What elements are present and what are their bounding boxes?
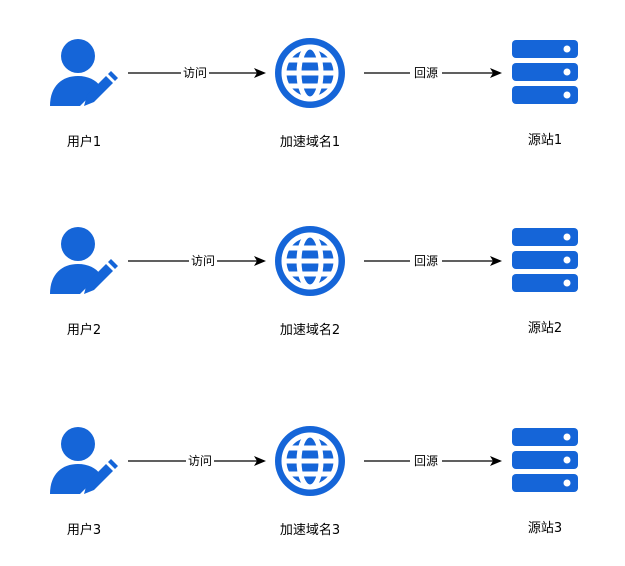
domain-node-2: 加速域名2 <box>275 226 345 338</box>
edge-back-label-1: 回源 <box>414 66 438 80</box>
domain-node-3: 加速域名3 <box>275 426 345 538</box>
edge-back-label-2: 回源 <box>414 254 438 268</box>
edge-visit-label-2: 访问 <box>191 254 215 268</box>
user-node-1: 用户1 <box>50 39 118 150</box>
edge-visit-2: 访问 <box>128 252 266 269</box>
user-label-2: 用户2 <box>67 322 101 338</box>
diagram-row-2: 用户2 访问 加速域名2 回源 <box>50 226 578 338</box>
origin-node-2: 源站2 <box>512 228 578 336</box>
server-icon <box>512 228 578 292</box>
server-icon <box>512 40 578 104</box>
edge-visit-label-1: 访问 <box>183 66 207 80</box>
edge-back-label-3: 回源 <box>414 454 438 468</box>
user-edit-icon <box>50 39 118 106</box>
edge-visit-label-3: 访问 <box>188 454 212 468</box>
origin-label-2: 源站2 <box>528 321 562 336</box>
origin-label-1: 源站1 <box>528 133 562 148</box>
globe-icon <box>275 38 345 108</box>
edge-back-1: 回源 <box>364 64 502 81</box>
origin-label-3: 源站3 <box>528 521 562 536</box>
domain-label-1: 加速域名1 <box>280 134 340 150</box>
user-label-3: 用户3 <box>67 522 101 538</box>
user-edit-icon <box>50 227 118 294</box>
diagram-row-1: 用户1 访问 加速域名1 回源 <box>50 38 578 150</box>
domain-label-3: 加速域名3 <box>280 522 340 538</box>
edge-visit-1: 访问 <box>128 64 266 81</box>
server-icon <box>512 428 578 492</box>
user-label-1: 用户1 <box>67 134 101 150</box>
globe-icon <box>275 226 345 296</box>
origin-node-3: 源站3 <box>512 428 578 536</box>
domain-label-2: 加速域名2 <box>280 322 340 338</box>
diagram-row-3: 用户3 访问 加速域名3 回源 <box>50 426 578 538</box>
user-node-2: 用户2 <box>50 227 118 338</box>
globe-icon <box>275 426 345 496</box>
user-edit-icon <box>50 427 118 494</box>
edge-visit-3: 访问 <box>128 452 266 469</box>
domain-node-1: 加速域名1 <box>275 38 345 150</box>
user-node-3: 用户3 <box>50 427 118 538</box>
origin-node-1: 源站1 <box>512 40 578 148</box>
edge-back-3: 回源 <box>364 452 502 469</box>
edge-back-2: 回源 <box>364 252 502 269</box>
